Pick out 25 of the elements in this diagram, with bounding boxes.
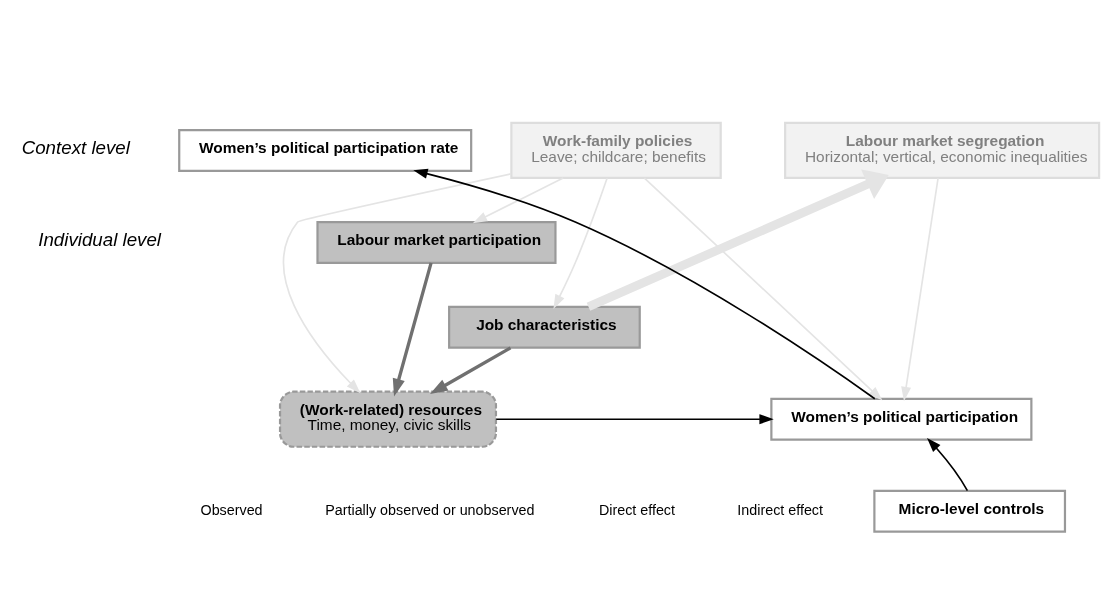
arrow [586, 168, 889, 311]
arrow [553, 177, 608, 309]
arrow [495, 413, 774, 424]
arrow [413, 168, 876, 400]
node-box: Women’s political participation rate [178, 128, 473, 172]
legend-label: Observed [200, 501, 263, 518]
arrow [472, 176, 564, 223]
label: Context level [21, 136, 130, 158]
arrow [643, 176, 883, 400]
arrow [927, 437, 969, 491]
arrow [392, 261, 433, 396]
arrow [282, 172, 513, 393]
node-box: (Work-related) resources Time, money, civic skills [278, 390, 498, 448]
label: Individual level [38, 228, 162, 250]
arrow [430, 345, 512, 394]
node-box: Job characteristics [448, 305, 641, 349]
legend-label: Partially observed or unobserved [325, 501, 535, 518]
node-box: Labour market participation [316, 220, 557, 264]
node-box: Work-family policies Leave; childcare; benefits [510, 121, 722, 179]
node-box: Women’s political participation [770, 397, 1033, 441]
arrow [901, 176, 939, 401]
legend-label: Direct effect [598, 501, 676, 518]
node-box: Labour market segregation Horizontal; vertical, economic inequalities [784, 121, 1101, 179]
legend-label: Indirect effect [737, 501, 824, 518]
node-box: Micro-level controls [873, 489, 1067, 533]
